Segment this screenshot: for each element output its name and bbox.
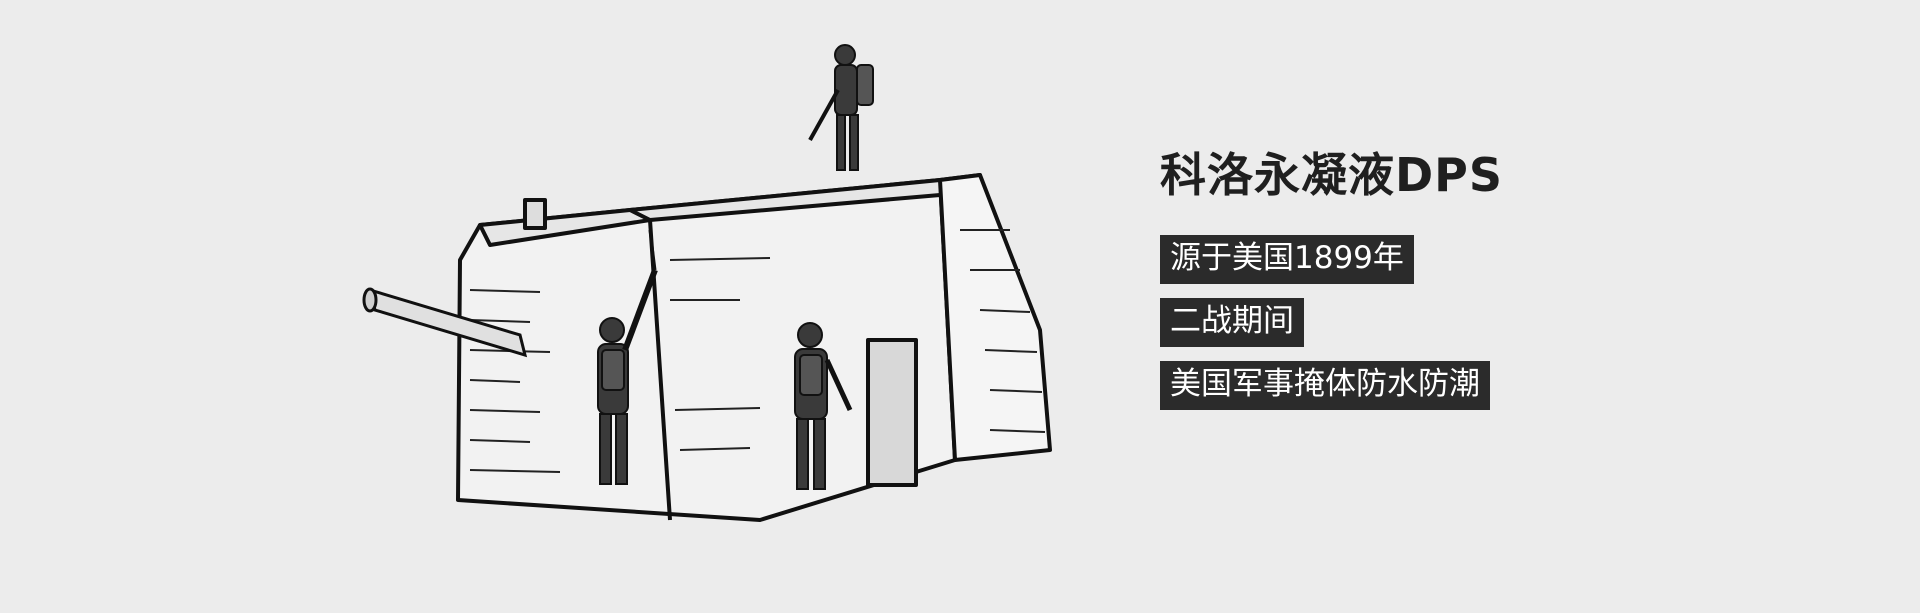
headline: 科洛永凝液DPS (1160, 148, 1504, 202)
soldier-roof (808, 44, 874, 171)
tagline-ww2: 二战期间 (1160, 297, 1304, 347)
text-block: 科洛永凝液DPS 源于美国1899年 二战期间 美国军事掩体防水防潮 (1160, 150, 1503, 424)
tagline-military-use: 美国军事掩体防水防潮 (1160, 360, 1490, 410)
bunker-side (938, 173, 1052, 462)
bunker-illustration (362, 44, 1052, 522)
gun-barrel (362, 287, 528, 358)
soldier-left (597, 229, 658, 485)
soldier-right (794, 322, 853, 490)
bunker-door (866, 338, 918, 487)
tagline-origin: 源于美国1899年 (1160, 234, 1414, 284)
